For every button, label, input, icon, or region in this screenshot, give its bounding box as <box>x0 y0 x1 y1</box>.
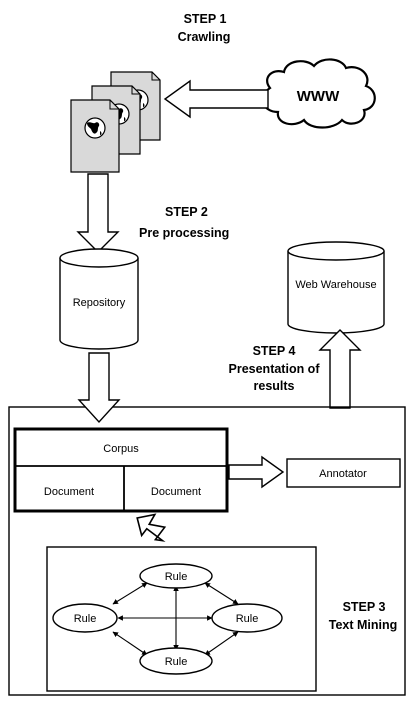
step4-title: STEP 4 <box>253 344 296 358</box>
annotator-box <box>286 458 401 488</box>
document-label-1: Document <box>44 486 94 498</box>
web-warehouse-cylinder: Web Warehouse <box>287 241 385 334</box>
www-cloud-icon: WWW <box>261 58 376 129</box>
rule-node-left: Rule <box>52 603 118 633</box>
text-mining-container <box>8 406 406 696</box>
rule-label-bottom: Rule <box>165 656 188 668</box>
preprocess-arrow <box>76 173 120 253</box>
rule-label-left: Rule <box>74 613 97 625</box>
rule-label-top: Rule <box>165 571 188 583</box>
step2-title: STEP 2 <box>165 205 208 219</box>
www-label: WWW <box>297 88 340 105</box>
rules-box <box>46 546 317 692</box>
step3-title: STEP 3 <box>343 600 386 614</box>
corpus-block: Corpus Document Document <box>13 427 229 513</box>
step3-subtitle: Text Mining <box>329 618 398 632</box>
repository-cylinder: Repository <box>59 248 139 350</box>
rules-to-documents-arrow <box>136 513 167 542</box>
corpus-to-annotator-arrow <box>228 455 285 489</box>
step2-subtitle: Pre processing <box>139 226 229 240</box>
rule-node-top: Rule <box>139 563 213 589</box>
corpus-label: Corpus <box>103 443 139 455</box>
repository-to-corpus-arrow <box>77 352 121 424</box>
step1-title: STEP 1 <box>184 12 227 26</box>
annotator-label: Annotator <box>319 468 367 480</box>
step1-subtitle: Crawling <box>178 30 231 44</box>
rule-node-bottom: Rule <box>139 647 213 675</box>
web-pages-stack-icon <box>70 71 161 173</box>
crawl-arrow <box>163 79 269 119</box>
web-page-icon-front <box>70 99 120 173</box>
step4-line2: Presentation of <box>229 362 321 376</box>
rule-connections <box>112 582 239 656</box>
presentation-arrow <box>318 329 362 409</box>
web-warehouse-label: Web Warehouse <box>295 279 376 291</box>
repository-label: Repository <box>73 297 126 309</box>
rule-label-right: Rule <box>236 613 259 625</box>
rule-node-right: Rule <box>211 603 283 633</box>
document-label-2: Document <box>151 486 201 498</box>
step4-line3: results <box>254 379 295 393</box>
